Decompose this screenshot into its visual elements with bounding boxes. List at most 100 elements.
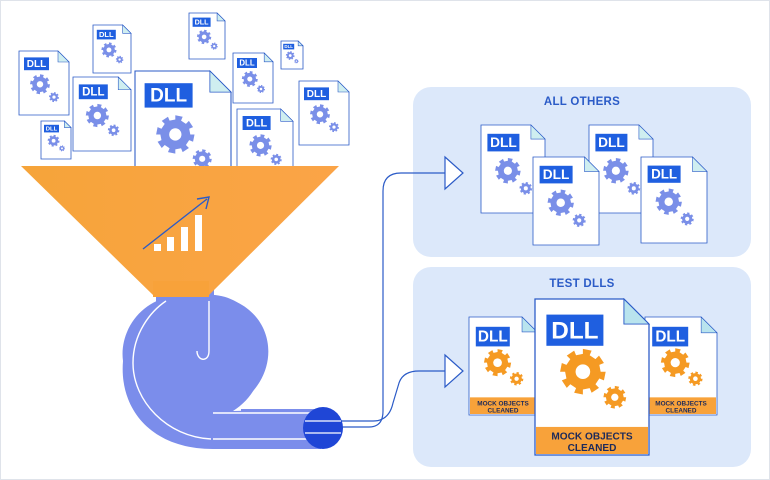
dll-label: DLL xyxy=(655,329,685,346)
dll-badge xyxy=(652,326,689,347)
input-dll-files: DLL DLL DLL DLL DLL DLL DLL DLL DLL DLL xyxy=(18,12,350,194)
dll-label: DLL xyxy=(490,135,517,150)
gear-icon xyxy=(196,29,212,45)
dll-file: DLL xyxy=(18,50,70,116)
small-gear-icon xyxy=(294,58,299,64)
connector-to-all-others xyxy=(323,172,445,428)
small-gear-icon xyxy=(329,122,339,133)
gear-icon xyxy=(560,348,606,395)
dll-label: DLL xyxy=(307,89,326,100)
dll-label: DLL xyxy=(150,86,187,107)
dll-badge xyxy=(539,165,573,184)
gear-icon xyxy=(101,42,117,58)
mock-objects-caption-bar xyxy=(470,397,536,414)
growth-chart-icon xyxy=(142,196,210,251)
gear-icon xyxy=(241,71,258,87)
dll-file: DLL xyxy=(188,12,226,60)
dll-label: DLL xyxy=(46,127,58,133)
dll-badge xyxy=(24,57,49,71)
dll-file: DLL xyxy=(298,80,350,146)
pipe-outlet xyxy=(303,407,343,449)
arrow-head-all-others xyxy=(444,155,464,191)
gear-icon xyxy=(603,157,629,184)
dll-badge xyxy=(595,133,628,152)
test-dlls-title: TEST DLLS xyxy=(549,278,614,290)
dll-label: DLL xyxy=(246,118,268,130)
small-gear-icon xyxy=(509,371,524,386)
dll-badge xyxy=(144,83,193,108)
small-gear-icon xyxy=(115,55,124,64)
dll-badge xyxy=(96,29,116,40)
connector-to-test-dlls xyxy=(323,370,445,422)
dll-label: DLL xyxy=(543,167,570,182)
caption-line-2: CLEANED xyxy=(568,443,617,454)
gear-icon xyxy=(655,188,682,215)
dll-badge xyxy=(283,43,295,50)
funnel xyxy=(21,166,339,297)
gear-icon xyxy=(495,157,521,184)
dll-badge xyxy=(475,326,510,347)
small-gear-icon xyxy=(680,212,694,226)
all-others-title: ALL OTHERS xyxy=(544,96,620,108)
small-gear-icon xyxy=(59,145,65,152)
dll-label: DLL xyxy=(478,329,508,346)
dll-label: DLL xyxy=(239,59,254,68)
dll-file: DLL xyxy=(280,40,304,70)
dll-file: DLL xyxy=(480,124,546,214)
dll-file: DLL xyxy=(232,52,274,104)
caption-line-1: MOCK OBJECTS xyxy=(655,400,707,407)
dll-file: DLL xyxy=(134,70,232,194)
gear-icon xyxy=(30,74,50,95)
dll-badge xyxy=(44,124,59,133)
small-gear-icon xyxy=(49,92,59,103)
dll-badge xyxy=(78,84,108,100)
gear-icon xyxy=(249,134,272,157)
gear-icon xyxy=(156,115,195,154)
dll-label: DLL xyxy=(195,18,210,27)
caption-line-2: CLEANED xyxy=(666,408,697,415)
caption-line-2: CLEANED xyxy=(488,408,519,415)
dll-label: DLL xyxy=(99,30,114,39)
small-gear-icon xyxy=(257,85,265,93)
caption-line-1: MOCK OBJECTS xyxy=(551,432,633,443)
caption-line-1: MOCK OBJECTS xyxy=(477,400,529,407)
dll-label: DLL xyxy=(82,87,104,99)
dll-file: DLL xyxy=(92,24,132,74)
dll-label: DLL xyxy=(551,317,598,344)
small-gear-icon xyxy=(572,213,586,227)
dll-label: DLL xyxy=(598,135,625,150)
gear-icon xyxy=(660,348,690,378)
small-gear-icon xyxy=(107,124,120,137)
dll-file: DLL xyxy=(72,76,132,152)
mock-objects-caption-bar xyxy=(536,426,648,454)
dll-file: DLL xyxy=(236,108,294,180)
small-gear-icon xyxy=(688,371,703,386)
gear-icon xyxy=(547,189,574,216)
pipe xyxy=(122,281,343,449)
dll-file: DLL xyxy=(640,156,708,244)
small-gear-icon xyxy=(627,181,641,195)
arrow-head-test-dlls xyxy=(444,353,464,389)
dll-file: DLL xyxy=(40,120,72,160)
dll-badge xyxy=(192,17,211,27)
dll-badge xyxy=(487,133,520,152)
small-gear-icon xyxy=(270,153,282,165)
dll-label: DLL xyxy=(284,44,293,49)
dll-file: DLL xyxy=(588,124,654,214)
dll-badge xyxy=(242,116,271,130)
small-gear-icon xyxy=(603,385,627,409)
dll-badge xyxy=(237,58,257,68)
gear-icon xyxy=(47,134,60,147)
all-others-files: DLL DLL DLL DLL xyxy=(480,124,708,246)
dll-label: DLL xyxy=(27,59,46,70)
gear-icon xyxy=(483,349,512,377)
dll-label: DLL xyxy=(651,167,677,182)
gear-icon xyxy=(310,104,330,125)
gear-icon xyxy=(85,103,109,128)
